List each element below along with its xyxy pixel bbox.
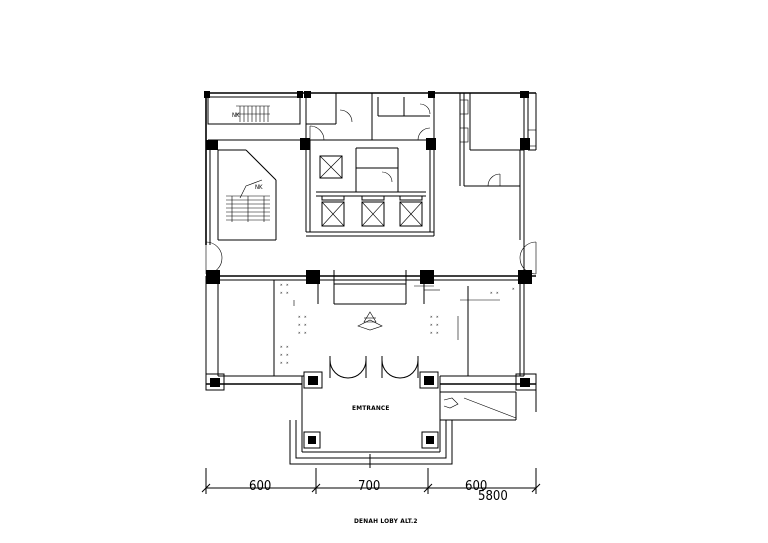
stair-label-left: NK bbox=[255, 184, 263, 191]
dimension-700: 700 bbox=[358, 479, 380, 494]
svg-text:✕: ✕ bbox=[280, 283, 283, 287]
svg-text:✕: ✕ bbox=[286, 291, 289, 295]
svg-text:✕: ✕ bbox=[298, 315, 301, 319]
svg-text:✕: ✕ bbox=[286, 345, 289, 349]
svg-text:✕: ✕ bbox=[280, 361, 283, 365]
svg-text:✕: ✕ bbox=[304, 331, 307, 335]
structural-columns bbox=[204, 91, 537, 391]
svg-text:✕: ✕ bbox=[280, 345, 283, 349]
svg-text:✕: ✕ bbox=[430, 323, 433, 327]
svg-text:✕: ✕ bbox=[496, 291, 499, 295]
svg-text:✕: ✕ bbox=[298, 323, 301, 327]
top-staircase: NK bbox=[232, 105, 270, 122]
elevators bbox=[319, 155, 423, 227]
svg-text:✕: ✕ bbox=[280, 353, 283, 357]
plan-title: DENAH LOBY ALT.2 bbox=[354, 517, 418, 525]
lobby-walls bbox=[205, 270, 536, 385]
dimension-total: 5800 bbox=[478, 489, 508, 504]
svg-text:✕: ✕ bbox=[280, 291, 283, 295]
svg-text:✕: ✕ bbox=[304, 315, 307, 319]
entrance-label: EMTRANCE bbox=[352, 404, 390, 412]
svg-text:✕: ✕ bbox=[436, 331, 439, 335]
svg-text:✕: ✕ bbox=[430, 315, 433, 319]
dimension-600-right: 600 bbox=[465, 479, 487, 494]
dimension-600-left: 600 bbox=[249, 479, 271, 494]
upper-block-walls bbox=[205, 92, 537, 270]
entrance-canopy: EMTRANCE bbox=[289, 376, 537, 465]
stair-label-top: NK bbox=[232, 112, 240, 119]
svg-text:✕: ✕ bbox=[286, 361, 289, 365]
svg-text:✕: ✕ bbox=[512, 287, 515, 291]
svg-text:✕: ✕ bbox=[286, 283, 289, 287]
svg-text:✕: ✕ bbox=[430, 331, 433, 335]
lobby-furniture: ✕✕ ✕✕ ✕✕ ✕✕ ✕✕ ✕✕ ✕✕ ✕✕ ✕✕ ✕✕ ✕✕ ✕✕ ✕ bbox=[280, 283, 515, 365]
left-staircase: NK bbox=[226, 179, 270, 222]
svg-text:✕: ✕ bbox=[436, 315, 439, 319]
dimension-line: 600 700 600 5800 bbox=[201, 454, 541, 504]
svg-text:✕: ✕ bbox=[436, 323, 439, 327]
svg-text:✕: ✕ bbox=[490, 291, 493, 295]
entrance-doors bbox=[329, 356, 419, 379]
svg-text:✕: ✕ bbox=[298, 331, 301, 335]
svg-text:✕: ✕ bbox=[286, 353, 289, 357]
svg-text:✕: ✕ bbox=[304, 323, 307, 327]
